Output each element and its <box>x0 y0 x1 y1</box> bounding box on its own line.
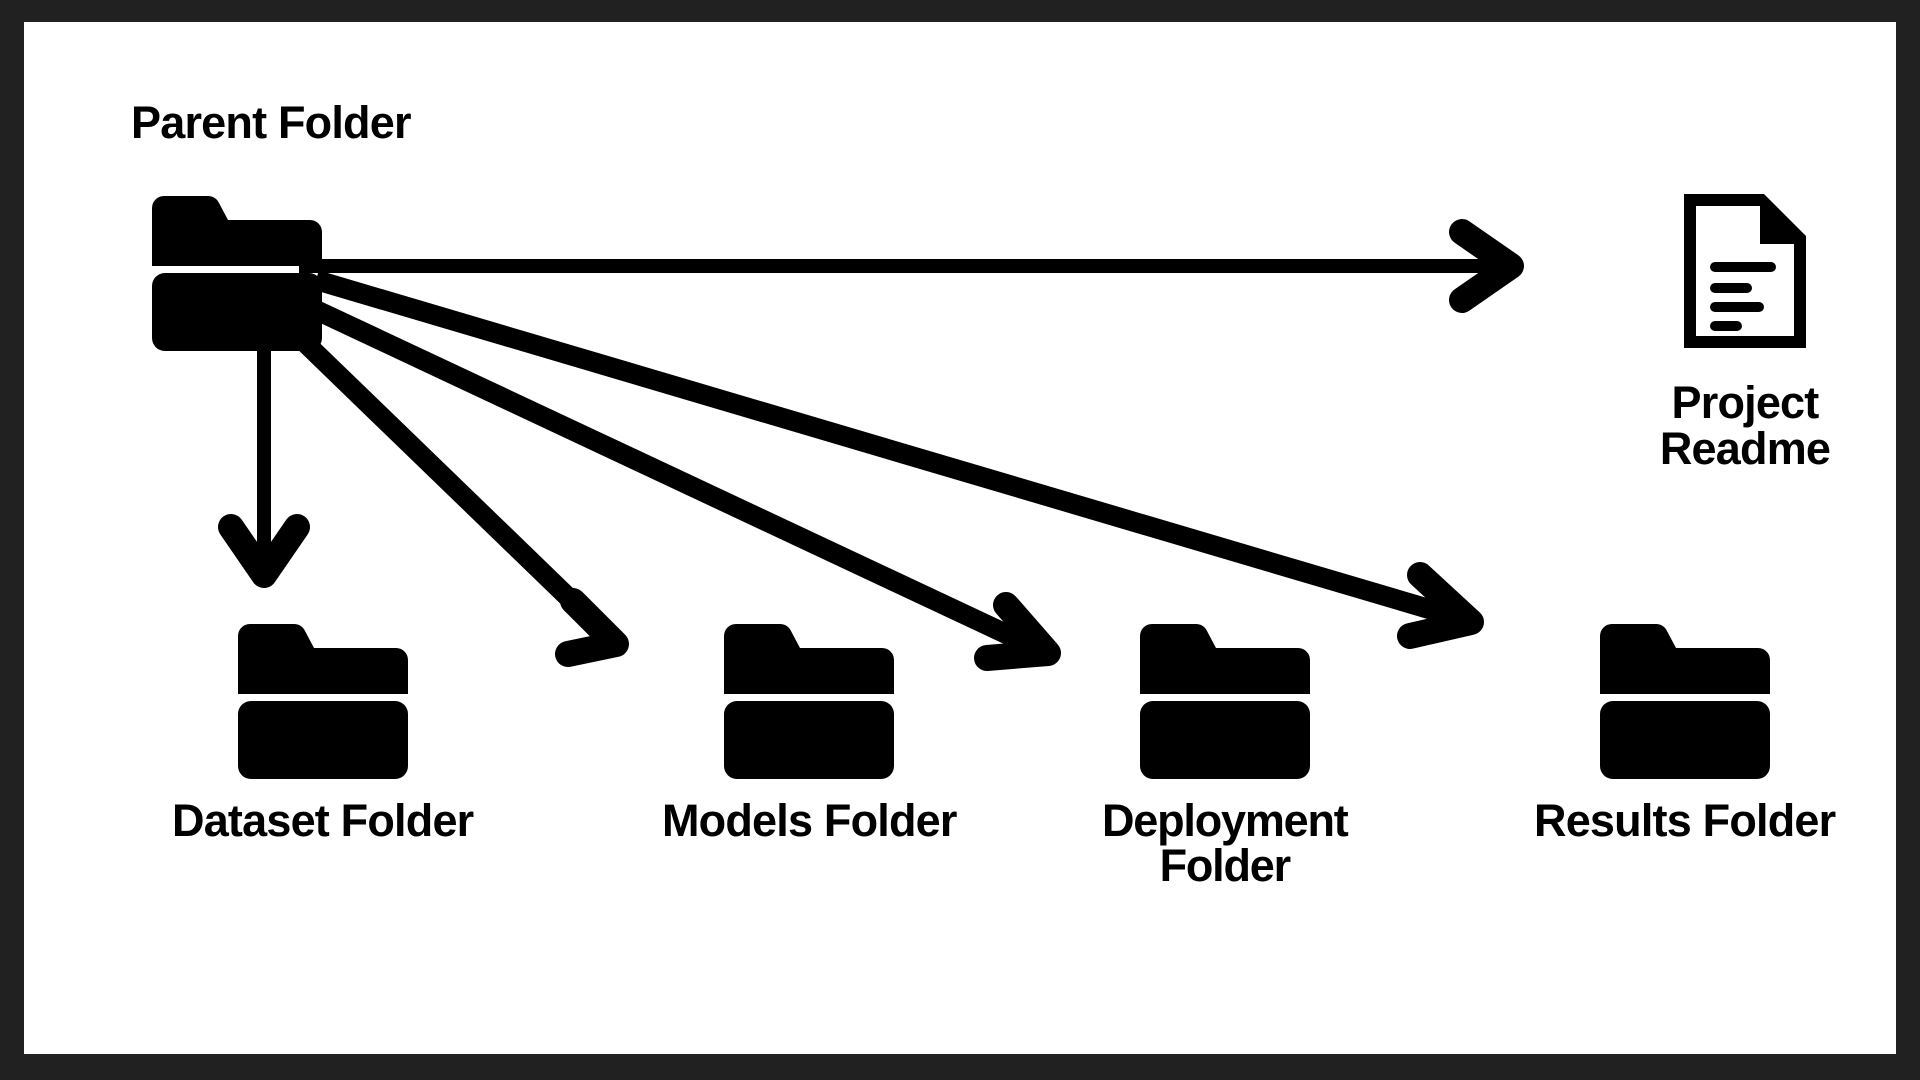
arrowhead-readme <box>1449 219 1524 313</box>
document-icon <box>1684 194 1806 348</box>
arrowhead-models <box>555 588 629 667</box>
folder-icon <box>237 623 408 779</box>
edge-parent-to-results <box>313 270 1459 627</box>
page-title: Parent Folder <box>131 97 411 148</box>
edge-parent-to-deployment <box>311 300 1039 657</box>
node-dataset-folder[interactable]: Dataset Folder <box>172 622 474 846</box>
folder-icon <box>724 623 895 779</box>
node-label-results-folder: Results Folder <box>1534 795 1836 846</box>
arrowhead-deployment <box>974 592 1061 671</box>
folder-icon <box>1139 623 1310 779</box>
arrowhead-dataset <box>218 514 310 588</box>
node-label-dataset-folder: Dataset Folder <box>172 795 474 846</box>
doc-line-4 <box>1710 321 1742 331</box>
node-project-readme[interactable]: Project Readme <box>1594 190 1896 472</box>
node-deployment-folder[interactable]: Deployment Folder <box>1102 622 1349 891</box>
node-parent-folder[interactable] <box>142 194 332 354</box>
diagram-canvas: Parent Folder <box>24 22 1896 1054</box>
node-label-project-readme: Project Readme <box>1659 377 1831 474</box>
edge-parent-to-models <box>287 324 611 640</box>
folder-icon <box>152 195 322 351</box>
arrowhead-results <box>1397 562 1484 649</box>
doc-line-1 <box>1710 262 1776 272</box>
node-models-folder[interactable]: Models Folder <box>662 622 957 844</box>
doc-line-3 <box>1710 302 1764 312</box>
node-results-folder[interactable]: Results Folder <box>1534 622 1836 846</box>
node-label-deployment-folder: Deployment Folder <box>1102 795 1349 891</box>
folder-icon <box>1599 623 1770 779</box>
node-label-models-folder: Models Folder <box>662 795 957 846</box>
connector-layer <box>218 219 1524 671</box>
doc-line-2 <box>1710 283 1752 293</box>
